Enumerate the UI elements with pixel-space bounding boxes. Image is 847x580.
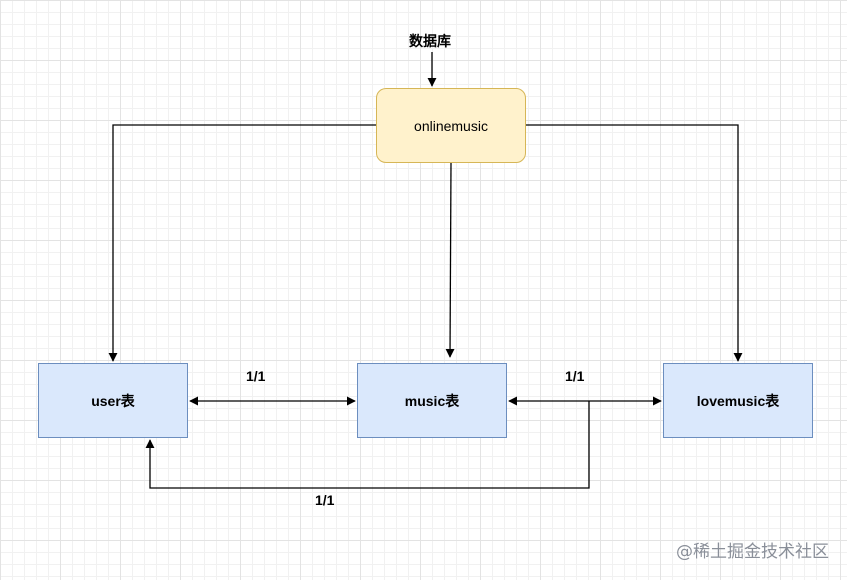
lovemusic-table-label: lovemusic表 xyxy=(696,392,780,409)
database-label: 数据库 xyxy=(409,33,451,49)
watermark-text: @稀土掘金技术社区 xyxy=(676,542,829,562)
user-table-node: user表 xyxy=(38,363,188,438)
music-table-label: music表 xyxy=(404,392,460,409)
edge-onlinemusic-to-user xyxy=(108,124,376,362)
lovemusic-table-node: lovemusic表 xyxy=(663,363,813,438)
edge-lovemusic-to-user xyxy=(145,401,590,489)
edge-onlinemusic-to-lovemusic xyxy=(526,124,743,362)
onlinemusic-label: onlinemusic xyxy=(414,117,488,134)
user-table-label: user表 xyxy=(91,392,135,409)
relation-label-lovemusic-user: 1/1 xyxy=(315,492,335,508)
onlinemusic-node: onlinemusic xyxy=(376,88,526,163)
relation-label-user-music: 1/1 xyxy=(246,368,266,384)
edge-onlinemusic-to-music xyxy=(445,162,455,358)
relation-label-music-lovemusic: 1/1 xyxy=(565,368,585,384)
music-table-node: music表 xyxy=(357,363,507,438)
